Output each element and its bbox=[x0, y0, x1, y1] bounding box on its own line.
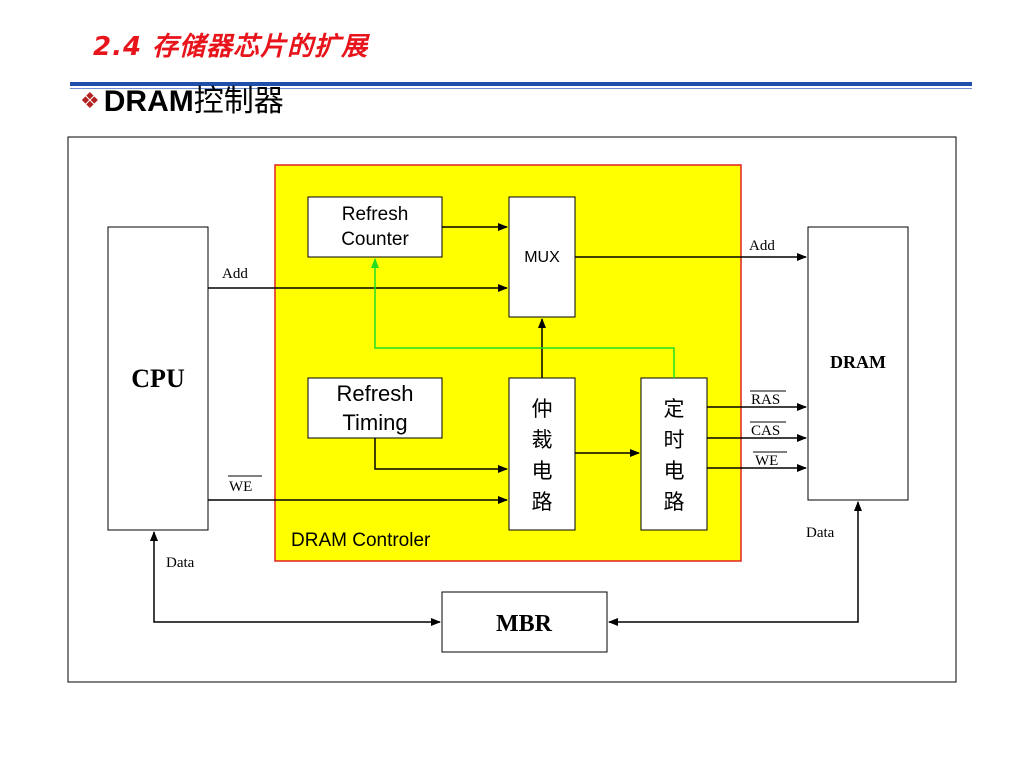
cpu-data-bus bbox=[150, 531, 441, 626]
dram-block bbox=[807, 226, 909, 501]
cas-label: CAS bbox=[751, 423, 780, 439]
arbiter-char-2: 裁 bbox=[532, 428, 553, 452]
refresh-counter-block bbox=[307, 196, 443, 258]
data-dram-label: Data bbox=[806, 525, 835, 541]
mux-label: MUX bbox=[524, 249, 560, 266]
heading-dram: DRAM bbox=[103, 85, 194, 118]
timing-char-4: 路 bbox=[664, 490, 685, 514]
controller-label: DRAM Controler bbox=[291, 530, 431, 551]
arbiter-char-4: 路 bbox=[532, 490, 553, 514]
refresh-timing-line2: Timing bbox=[342, 410, 407, 435]
arbiter-char-1: 仲 bbox=[532, 397, 553, 421]
cpu-label: CPU bbox=[131, 364, 185, 393]
dram-data-bus bbox=[608, 501, 862, 626]
arbiter-char-3: 电 bbox=[532, 459, 553, 483]
we-out-label: WE bbox=[755, 453, 778, 469]
heading-controller: 控制器 bbox=[193, 84, 284, 119]
add-in-label: Add bbox=[222, 266, 248, 282]
slide-heading: ❖ DRAM 控制器 bbox=[80, 84, 284, 120]
arbiter-block bbox=[508, 377, 576, 531]
header-rule-thin bbox=[70, 88, 972, 89]
ras-label: RAS bbox=[751, 392, 780, 408]
we-in-label: WE bbox=[229, 479, 252, 495]
refresh-timing-block bbox=[307, 377, 443, 439]
refresh-timing-line1: Refresh bbox=[336, 381, 413, 406]
section-title: 2.4 存储器芯片的扩展 bbox=[93, 32, 369, 62]
refresh-counter-line2: Counter bbox=[341, 229, 409, 250]
data-cpu-label: Data bbox=[166, 555, 195, 571]
cpu-block bbox=[107, 226, 209, 531]
mbr-label: MBR bbox=[496, 611, 553, 637]
diamond-bullet-icon: ❖ bbox=[80, 88, 100, 114]
refresh-counter-line1: Refresh bbox=[342, 204, 409, 225]
timing-char-1: 定 bbox=[664, 397, 685, 421]
refresh-feedback-wire bbox=[371, 258, 675, 378]
timing-char-2: 时 bbox=[664, 428, 685, 452]
dram-label: DRAM bbox=[830, 352, 886, 372]
timing-char-3: 电 bbox=[664, 459, 685, 483]
add-out-label: Add bbox=[749, 238, 775, 254]
header-rule bbox=[70, 82, 972, 86]
timing-to-arbiter-wire bbox=[374, 438, 508, 473]
mbr-block bbox=[441, 591, 608, 653]
